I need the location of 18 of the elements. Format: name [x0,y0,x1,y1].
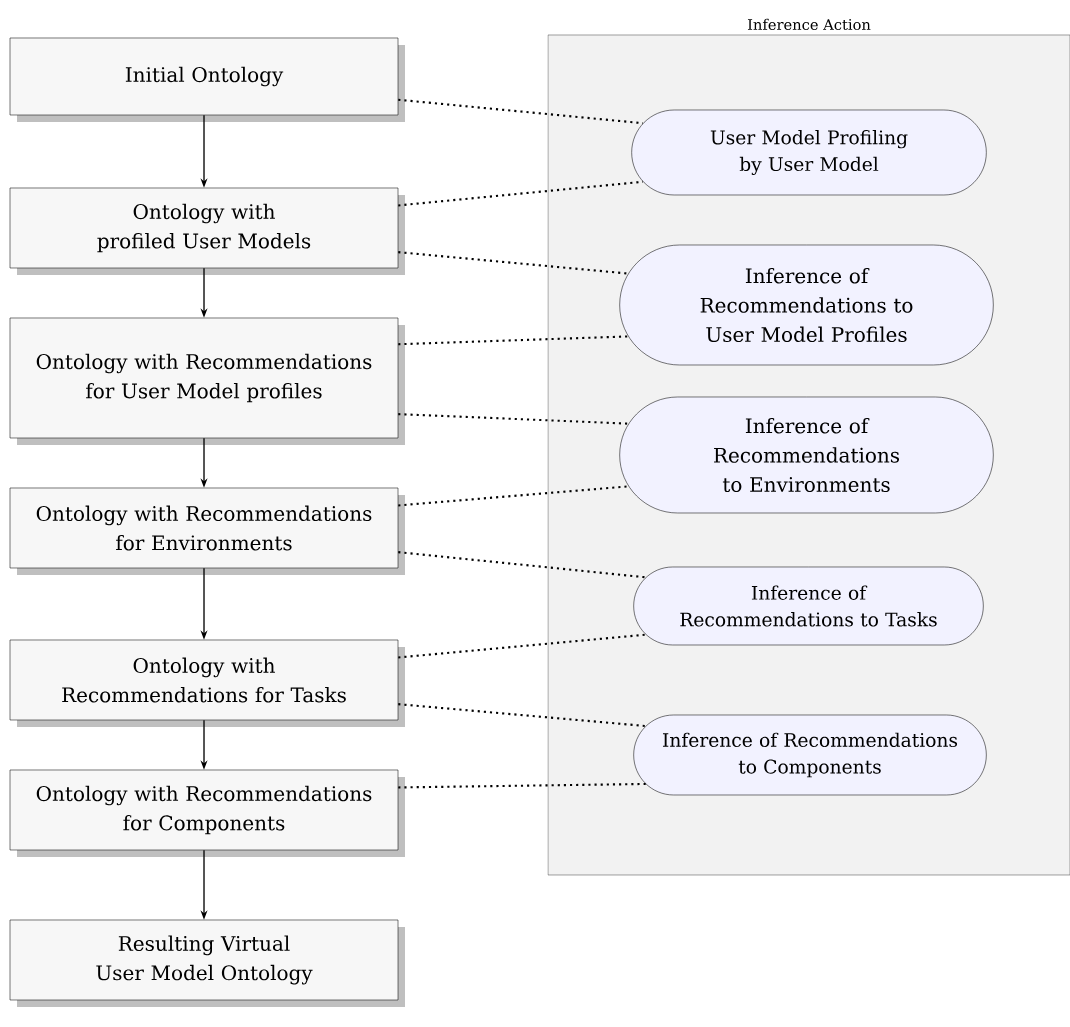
connector-line [398,180,644,207]
connector-line [398,551,646,579]
connector-line [398,335,629,346]
state-box: Resulting Virtual User Model Ontology [9,919,405,1007]
state-box: Ontology with Recommendations for User Model profiles [9,317,405,445]
connector-line [398,251,629,275]
connector-line [398,413,629,425]
state-box: Initial Ontology [9,37,405,122]
panel-title: Inference Action [747,18,871,31]
state-box: Ontology with Recommendations for Components [9,769,405,857]
connector-line [398,485,629,507]
connector-line [398,703,646,728]
state-box: Ontology with Recommendations for Tasks [9,639,405,727]
connector-line [398,98,644,125]
connector-line [398,633,646,659]
state-box: Ontology with profiled User Models [9,187,405,275]
connector-line [398,782,646,789]
state-box: Ontology with Recommendations for Environments [9,487,405,575]
